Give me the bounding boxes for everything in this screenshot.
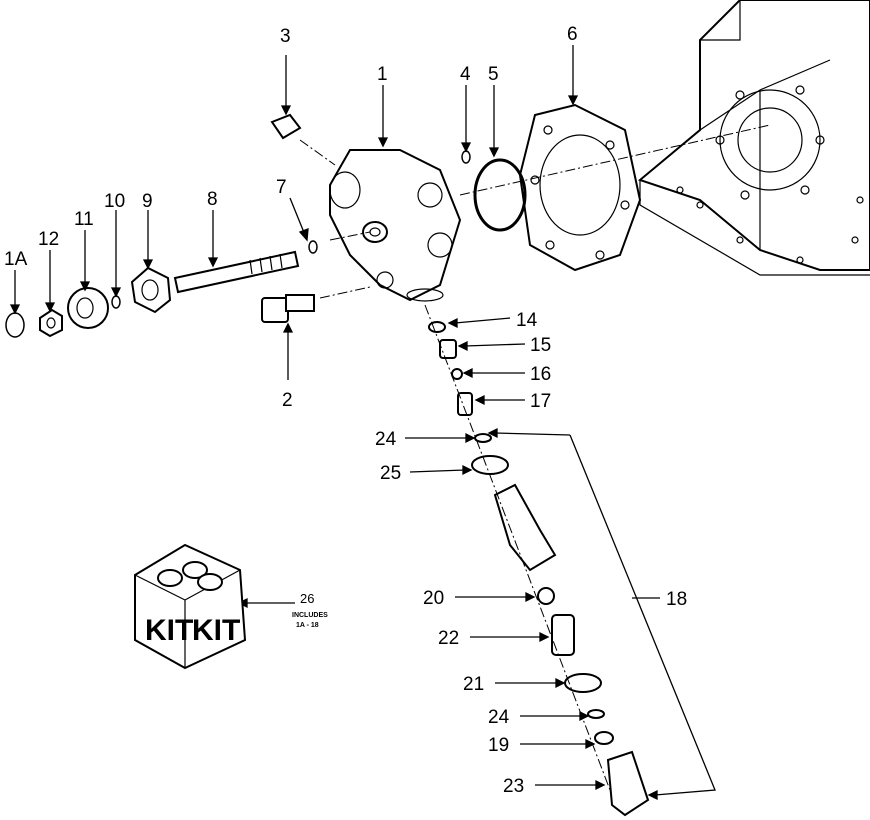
callout-25: 25 (380, 463, 401, 484)
part-24-lower-shape (587, 709, 605, 719)
relief-valve-parts (428, 321, 650, 817)
part-22-shape (551, 614, 575, 656)
callout-1a: 1A (4, 249, 28, 270)
kit-box-icon: KIT KIT (134, 543, 247, 670)
gasket-part-6 (518, 103, 642, 272)
callout-11: 11 (74, 209, 94, 230)
part-19-shape (594, 731, 614, 745)
part-17-shape (457, 392, 473, 416)
part-20-shape (537, 587, 555, 605)
callout-3: 3 (280, 26, 291, 47)
kit-includes-line1: INCLUDES (292, 612, 328, 619)
part-16-shape (451, 368, 463, 380)
callout-10: 10 (104, 191, 125, 212)
kit-label-right: KIT (192, 614, 240, 647)
callout-16: 16 (530, 364, 551, 385)
shaft-part-8 (173, 250, 300, 294)
callout-6: 6 (567, 24, 578, 45)
callout-21: 21 (463, 674, 484, 695)
kit-includes-line2: 1A - 18 (296, 622, 319, 629)
setscrew-part-3 (270, 113, 302, 140)
callout-1: 1 (377, 64, 388, 85)
callout-4: 4 (460, 64, 471, 85)
callout-14: 14 (516, 310, 538, 331)
part-24-upper-shape (474, 433, 492, 443)
o-ring-part-7 (308, 240, 318, 254)
callout-2: 2 (282, 390, 293, 411)
callout-19: 19 (488, 735, 509, 756)
part-25-shape (471, 455, 509, 475)
alignment-lines (299, 124, 771, 791)
part-23-shape (606, 750, 650, 817)
callout-20: 20 (423, 588, 444, 609)
callout-24-lower: 24 (488, 707, 510, 728)
callout-labels: 3 1 4 5 6 7 8 9 10 11 12 1A 2 14 15 16 1… (4, 24, 687, 797)
transmission-housing (637, 0, 870, 276)
callout-26: 26 (300, 591, 314, 606)
o-ring-part-5 (473, 158, 527, 232)
bolt-part-2 (261, 294, 315, 323)
part-15-shape (439, 339, 457, 359)
kit-label-left: KIT (145, 614, 193, 647)
callout-23: 23 (503, 776, 524, 797)
nut-part-9 (130, 266, 172, 314)
callout-17: 17 (530, 391, 551, 412)
callout-24-upper: 24 (375, 429, 397, 450)
callout-12: 12 (38, 229, 59, 250)
ring-part-10 (111, 295, 121, 309)
valve-housing-shape (493, 483, 557, 572)
part-21-shape (564, 673, 602, 693)
callout-5: 5 (488, 64, 499, 85)
pump-body-part-1 (329, 149, 462, 302)
leader-lines (9, 45, 716, 801)
callout-9: 9 (142, 191, 153, 212)
callout-18: 18 (666, 589, 687, 610)
o-ring-part-4 (461, 150, 471, 164)
pump-relief-fitting (362, 221, 388, 243)
nut-part-12 (39, 308, 63, 338)
callout-8: 8 (207, 189, 218, 210)
part-14-shape (428, 321, 446, 333)
seal-part-11 (67, 287, 109, 329)
screen-part-1a (5, 312, 25, 338)
callout-22: 22 (438, 628, 459, 649)
callout-7: 7 (276, 177, 287, 198)
callout-15: 15 (530, 335, 551, 356)
